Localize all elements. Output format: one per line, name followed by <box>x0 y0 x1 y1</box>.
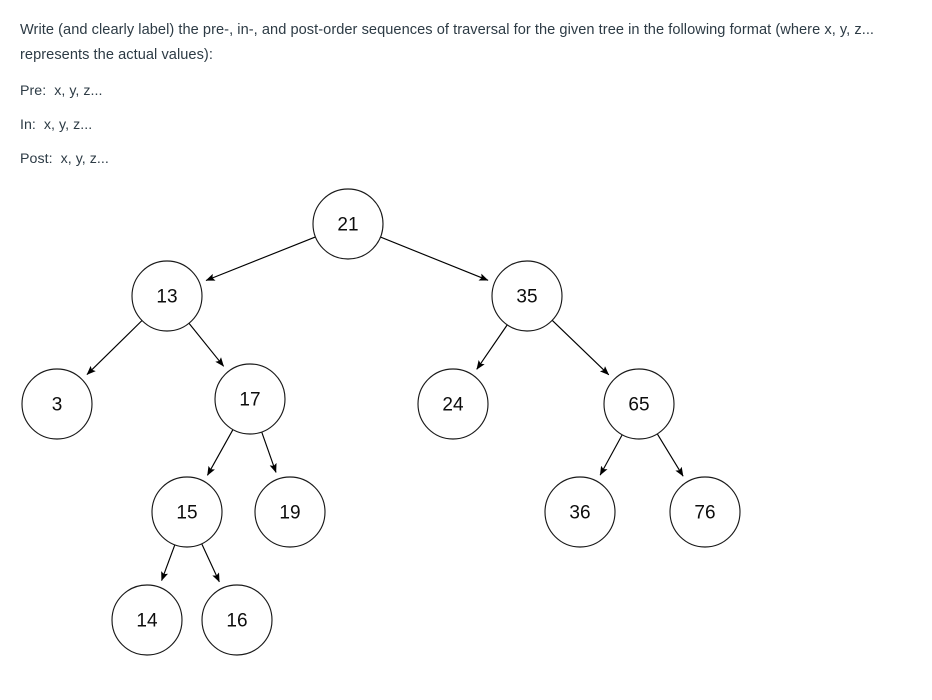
tree-node-label: 35 <box>516 287 537 308</box>
tree-svg-canvas: 21 13 35 3 17 24 65 15 19 36 76 14 16 <box>21 188 741 656</box>
tree-node-layer: 21 13 35 3 17 24 65 15 19 36 76 14 16 <box>21 188 741 656</box>
tree-node-label: 13 <box>156 287 177 308</box>
tree-node: 24 <box>417 368 489 440</box>
format-line-in: In: x, y, z... <box>20 117 93 133</box>
tree-node-circle <box>201 584 273 656</box>
tree-edge <box>86 320 143 375</box>
tree-edge <box>161 544 176 582</box>
tree-node-label: 76 <box>694 503 715 524</box>
tree-node: 14 <box>111 584 183 656</box>
tree-node: 21 <box>312 188 384 260</box>
tree-edge <box>205 236 316 282</box>
tree-node-label: 65 <box>628 395 649 416</box>
tree-node-label: 36 <box>569 503 590 524</box>
tree-node: 16 <box>201 584 273 656</box>
tree-edge <box>201 543 220 583</box>
tree-node: 36 <box>544 476 616 548</box>
format-line-post: Post: x, y, z... <box>20 151 109 167</box>
tree-edge <box>206 429 234 476</box>
tree-node-circle <box>151 476 223 548</box>
tree-edge <box>551 319 610 376</box>
tree-node-circle <box>214 363 286 435</box>
format-line-pre: Pre: x, y, z... <box>20 83 103 99</box>
tree-node-label: 17 <box>239 390 260 411</box>
tree-node-circle <box>312 188 384 260</box>
tree-node-label: 19 <box>279 503 300 524</box>
tree-node-circle <box>603 368 675 440</box>
tree-node-circle <box>417 368 489 440</box>
tree-node: 19 <box>254 476 326 548</box>
tree-node-label: 16 <box>226 611 247 632</box>
tree-edge <box>476 324 508 370</box>
tree-node: 35 <box>491 260 563 332</box>
tree-node-label: 14 <box>136 611 158 632</box>
tree-node: 15 <box>151 476 223 548</box>
tree-node-circle <box>669 476 741 548</box>
tree-node-label: 3 <box>52 395 63 416</box>
tree-node-circle <box>491 260 563 332</box>
tree-node-circle <box>131 260 203 332</box>
tree-node: 17 <box>214 363 286 435</box>
tree-node-circle <box>21 368 93 440</box>
tree-node-circle <box>544 476 616 548</box>
tree-edge-layer <box>86 236 684 583</box>
tree-node-label: 15 <box>176 503 197 524</box>
tree-node-label: 21 <box>337 215 358 236</box>
tree-node: 3 <box>21 368 93 440</box>
tree-node-circle <box>254 476 326 548</box>
tree-node: 65 <box>603 368 675 440</box>
tree-edge <box>261 431 277 473</box>
tree-node: 13 <box>131 260 203 332</box>
tree-node: 76 <box>669 476 741 548</box>
tree-edge <box>599 434 623 476</box>
binary-tree-diagram: 21 13 35 3 17 24 65 15 19 36 76 14 16 <box>0 180 932 700</box>
question-block: Write (and clearly label) the pre-, in-,… <box>20 18 916 170</box>
tree-edge <box>656 433 684 477</box>
tree-node-circle <box>111 584 183 656</box>
tree-node-label: 24 <box>442 395 464 416</box>
tree-edge <box>188 322 225 367</box>
tree-edge <box>380 236 489 281</box>
question-prompt: Write (and clearly label) the pre-, in-,… <box>20 22 875 63</box>
